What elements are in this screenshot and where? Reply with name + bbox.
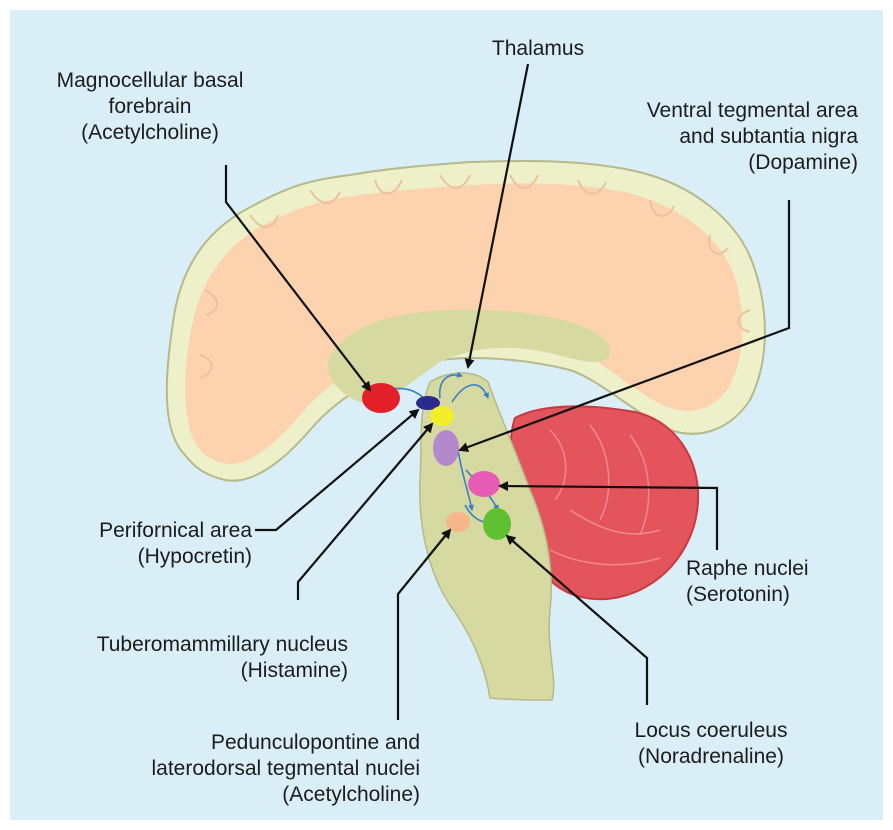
arrow-tuberomammillary [298, 424, 432, 600]
label-locus-line-2: (Noradrenaline) [606, 744, 816, 770]
label-pedunculopontine: Pedunculopontine and laterodorsal tegmen… [130, 730, 420, 808]
label-basal-forebrain-line-1: Magnocellular basal [38, 68, 262, 94]
label-tuberomammillary-line-1: Tuberomammillary nucleus [30, 632, 348, 658]
label-perifornical-line-1: Perifornical area [30, 518, 252, 544]
label-raphe-line-2: (Serotonin) [686, 582, 866, 608]
label-basal-forebrain: Magnocellular basal forebrain (Acetylcho… [38, 68, 262, 146]
label-raphe-line-1: Raphe nuclei [686, 556, 866, 582]
label-tuberomammillary-line-2: (Histamine) [30, 658, 348, 684]
label-pedunculopontine-line-3: (Acetylcholine) [130, 782, 420, 808]
label-perifornical-line-2: (Hypocretin) [30, 544, 252, 570]
label-basal-forebrain-line-3: (Acetylcholine) [38, 120, 262, 146]
label-vta: Ventral tegmental area and subtantia nig… [578, 98, 858, 176]
label-tuberomammillary: Tuberomammillary nucleus (Histamine) [30, 632, 348, 684]
nucleus-tuberomammillary [430, 406, 454, 426]
label-vta-line-3: (Dopamine) [578, 150, 858, 176]
nucleus-raphe [468, 471, 500, 497]
label-vta-line-2: and subtantia nigra [578, 124, 858, 150]
nucleus-locus-coeruleus [483, 508, 511, 540]
label-pedunculopontine-line-1: Pedunculopontine and [130, 730, 420, 756]
label-pedunculopontine-line-2: laterodorsal tegmental nuclei [130, 756, 420, 782]
nucleus-pedunculopontine [446, 512, 470, 532]
label-perifornical: Perifornical area (Hypocretin) [30, 518, 252, 570]
label-basal-forebrain-line-2: forebrain [38, 94, 262, 120]
label-locus: Locus coeruleus (Noradrenaline) [606, 718, 816, 770]
label-locus-line-1: Locus coeruleus [606, 718, 816, 744]
label-thalamus-line-1: Thalamus [488, 36, 588, 62]
label-vta-line-1: Ventral tegmental area [578, 98, 858, 124]
label-raphe: Raphe nuclei (Serotonin) [686, 556, 866, 608]
nucleus-vta [433, 430, 459, 466]
label-thalamus: Thalamus [488, 36, 588, 62]
diagram-frame: Magnocellular basal forebrain (Acetylcho… [10, 10, 883, 820]
